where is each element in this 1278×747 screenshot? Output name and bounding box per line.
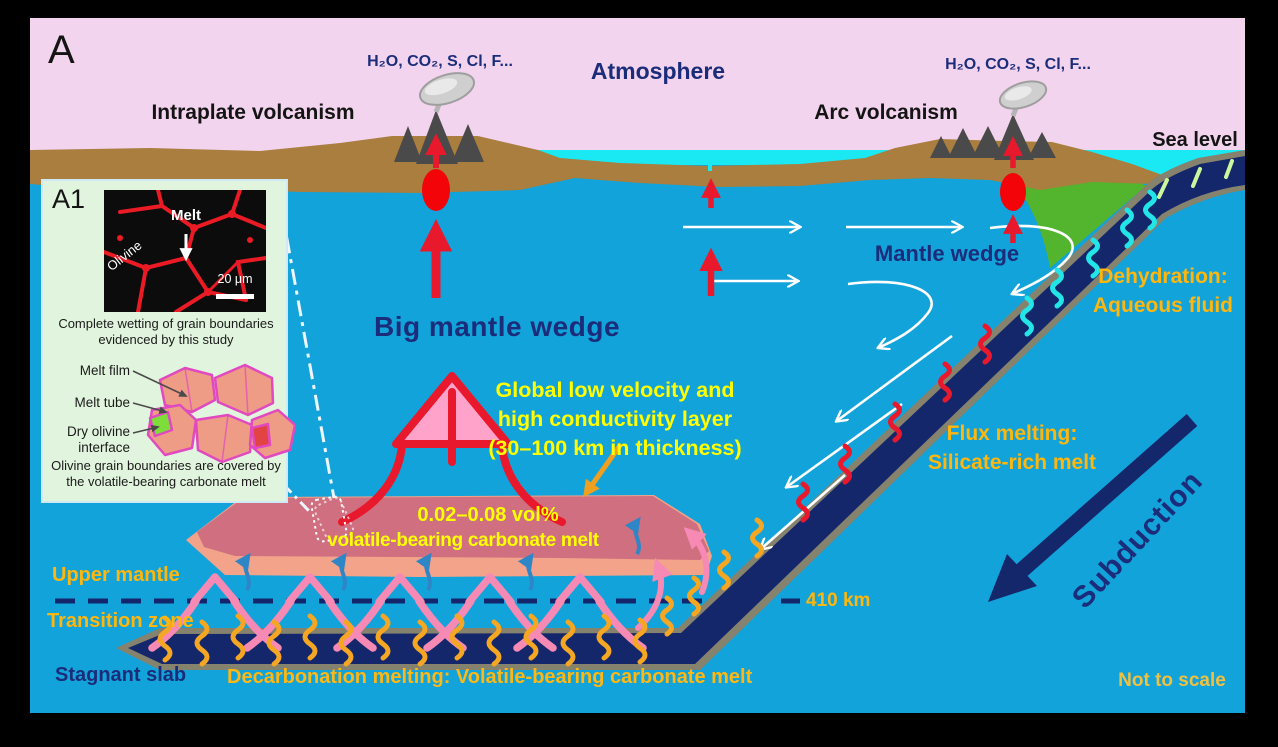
- lvl-line3: (30–100 km in thickness): [488, 436, 742, 460]
- melt-tube-label: Melt tube: [74, 395, 130, 410]
- lvl-annotation-arrow: [583, 442, 624, 498]
- crust-land: [30, 136, 1165, 193]
- lvl-line1: Global low velocity and: [495, 378, 735, 402]
- lvl-line2: high conductivity layer: [497, 407, 733, 431]
- intraplate-emissions-label: H₂O, CO₂, S, Cl, F...: [367, 53, 513, 70]
- arc-volcanism-label: Arc volcanism: [814, 101, 958, 124]
- intraplate-volcanism-label: Intraplate volcanism: [151, 101, 355, 124]
- melt-percent-label: 0.02–0.08 vol%: [417, 504, 559, 526]
- dehydration-line1: Dehydration:: [1098, 265, 1228, 288]
- inset-label-arrows: [132, 370, 188, 434]
- magma-chamber: [422, 169, 450, 211]
- subducting-slab: [116, 150, 1245, 670]
- melt-film-label: Melt film: [79, 363, 130, 378]
- big-mantle-wedge-label: Big mantle wedge: [373, 311, 621, 342]
- depth-410-label: 410 km: [806, 590, 871, 611]
- magma-ascent: [419, 133, 1026, 298]
- subduction-arrow: [988, 414, 1198, 602]
- rift-notch: [708, 151, 712, 171]
- dry-olivine-facet: [148, 410, 174, 438]
- low-velocity-layer-label: Global low velocity and high conductivit…: [488, 376, 741, 463]
- inset-caption-top: Complete wetting of grain boundaries evi…: [58, 316, 274, 347]
- stagnant-slab-label: Stagnant slab: [55, 664, 187, 686]
- mantle-wedge-label: Mantle wedge: [874, 241, 1020, 266]
- atmosphere-label: Atmosphere: [590, 58, 726, 84]
- panel-label: A: [48, 28, 75, 72]
- flux-melting-label: Flux melting: Silicate-rich melt: [928, 419, 1096, 477]
- sample-location-box: [310, 495, 355, 544]
- flux-line2: Silicate-rich melt: [927, 451, 1097, 474]
- upper-mantle-label: Upper mantle: [52, 564, 180, 586]
- dry-olivine-label: Dry olivine interface: [66, 424, 130, 455]
- carbonate-melt-layer: [186, 495, 712, 577]
- arc-emissions-label: H₂O, CO₂, S, Cl, F...: [945, 56, 1091, 73]
- inset-panel-label: A1: [52, 184, 86, 214]
- melt-facet: [250, 422, 272, 450]
- dehydration-label: Dehydration: Aqueous fluid: [1093, 262, 1233, 320]
- micrograph-melt-label: Melt: [171, 207, 201, 224]
- magma-chamber: [1000, 173, 1026, 211]
- inset-caption-bottom: Olivine grain boundaries are covered by …: [51, 458, 281, 489]
- decarbonation-label: Decarbonation melting: Volatile-bearing …: [227, 666, 753, 688]
- scale-bar: [216, 294, 254, 299]
- transition-zone-label: Transition zone: [47, 610, 194, 632]
- slab-fault-ticks: [1157, 159, 1234, 199]
- upwelling-fountain-arrow: [338, 372, 566, 526]
- eruption-plume-icon: [998, 80, 1048, 110]
- sea-level-label: Sea level: [1152, 129, 1238, 151]
- not-to-scale-label: Not to scale: [1118, 670, 1226, 691]
- micrograph-scale-label: 20 μm: [217, 272, 253, 286]
- inset-panel: [41, 179, 297, 503]
- melt-name-label: volatile-bearing carbonate melt: [327, 530, 599, 551]
- flux-line1: Flux melting:: [946, 422, 1078, 445]
- dehydration-line2: Aqueous fluid: [1093, 294, 1233, 317]
- eruption-plume-icon: [419, 72, 475, 106]
